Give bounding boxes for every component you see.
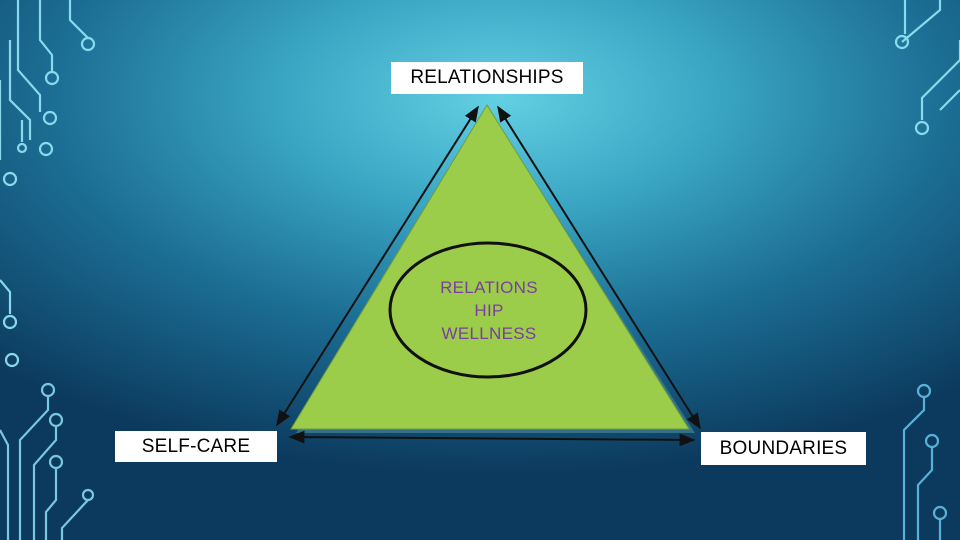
center-label-line-2: HIP: [474, 301, 504, 320]
circuit-decoration-top-right: [894, 0, 960, 136]
label-relationships: RELATIONSHIPS: [391, 62, 583, 94]
center-label-line-1: RELATIONS: [440, 278, 538, 297]
arrow-left-to-right: [288, 430, 696, 447]
arrow-top-to-right: [497, 105, 701, 430]
circuit-decoration-top-left: [0, 0, 96, 368]
center-label-line-3: WELLNESS: [441, 324, 537, 343]
center-label: RELATIONS HIP WELLNESS: [400, 276, 578, 345]
label-self-care: SELF-CARE: [115, 431, 277, 462]
label-boundaries: BOUNDARIES: [701, 432, 866, 465]
arrow-top-to-left: [276, 105, 479, 427]
circuit-decoration-bottom-left: [0, 382, 95, 540]
circuit-decoration-bottom-right: [902, 383, 948, 540]
